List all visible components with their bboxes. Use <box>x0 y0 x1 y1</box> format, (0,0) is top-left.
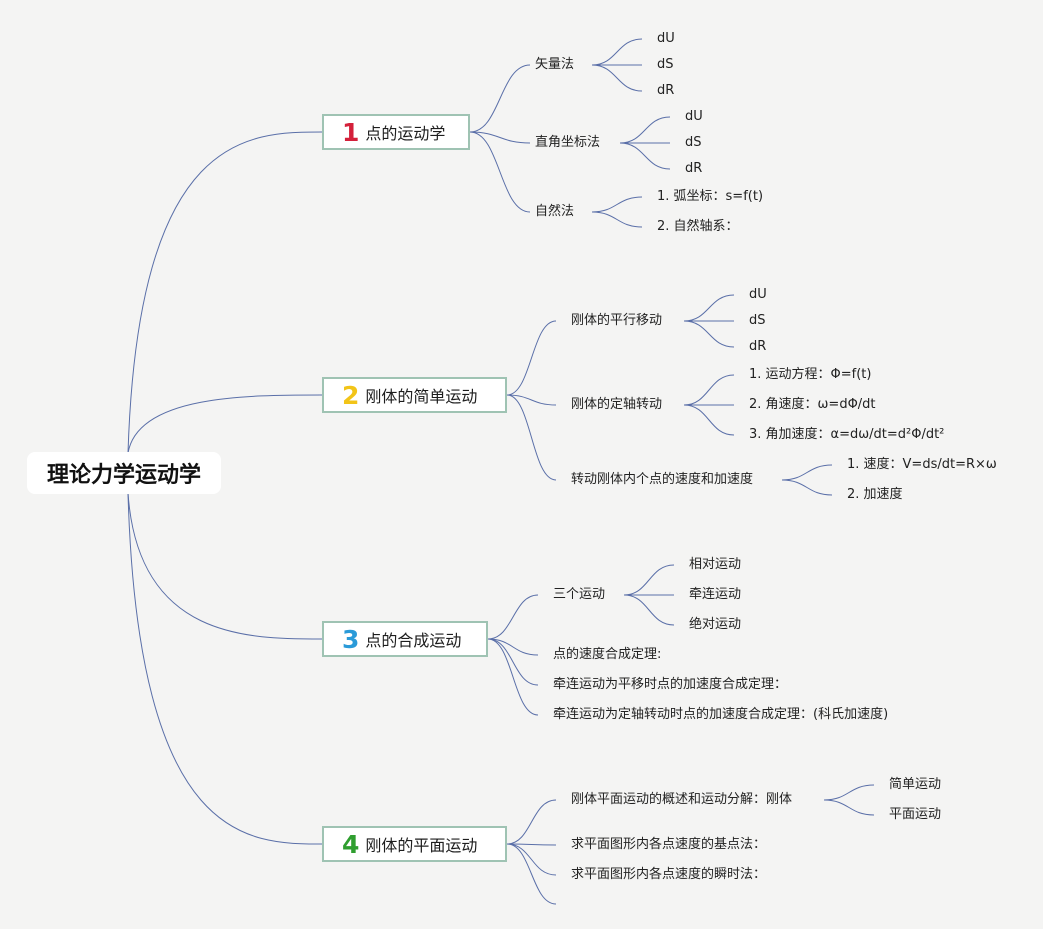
number-1-icon: 1 <box>342 117 360 147</box>
leaf-simple-motion[interactable]: 简单运动 <box>889 777 942 792</box>
subtopic-coriolis-acceleration[interactable]: 牵连运动为定轴转动时点的加速度合成定理：(科氏加速度) <box>553 707 889 722</box>
leaf-motion-equation[interactable]: 1. 运动方程：Φ=f(t) <box>749 367 872 382</box>
root-topic[interactable]: 理论力学运动学 <box>27 452 221 494</box>
leaf-dr[interactable]: dR <box>657 83 675 98</box>
number-4-icon: 4 <box>342 829 360 859</box>
connector-line <box>506 799 557 845</box>
connector-line <box>127 394 323 454</box>
subtopic-three-motions[interactable]: 三个运动 <box>553 587 606 602</box>
branch-2-topic[interactable]: 2 刚体的简单运动 <box>322 377 507 413</box>
branch-3-title: 点的合成运动 <box>365 631 462 650</box>
leaf-du[interactable]: dU <box>749 287 767 302</box>
connector-line <box>683 404 735 436</box>
root-title: 理论力学运动学 <box>46 463 201 488</box>
leaf-plane-motion[interactable]: 平面运动 <box>889 807 942 822</box>
leaf-relative-motion[interactable]: 相对运动 <box>689 557 742 572</box>
branch-4-title: 刚体的平面运动 <box>365 836 478 855</box>
leaf-arc-coordinate[interactable]: 1. 弧坐标：s=f(t) <box>657 189 764 204</box>
branch-1-topic[interactable]: 1 点的运动学 <box>322 114 470 150</box>
branch-2-title: 刚体的简单运动 <box>365 387 478 406</box>
connector-line <box>619 116 671 144</box>
subtopic-velocity-composition[interactable]: 点的速度合成定理: <box>553 647 662 662</box>
subtopic-vector-method[interactable]: 矢量法 <box>535 57 575 72</box>
connector-line <box>683 294 735 322</box>
connector-line <box>487 638 539 686</box>
subtopic-instant-center-method[interactable]: 求平面图形内各点速度的瞬时法： <box>571 867 767 882</box>
subtopic-base-point-method[interactable]: 求平面图形内各点速度的基点法： <box>571 837 767 852</box>
leaf-acceleration[interactable]: 2. 加速度 <box>847 487 903 502</box>
subtopic-plane-motion-overview[interactable]: 刚体平面运动的概述和运动分解：刚体 <box>571 792 793 807</box>
connector-line <box>591 196 643 213</box>
branch-3-topic[interactable]: 3 点的合成运动 <box>322 621 488 657</box>
connector-line <box>781 464 833 481</box>
leaf-dr[interactable]: dR <box>749 339 767 354</box>
connector-line <box>469 131 531 213</box>
connector-line <box>487 638 539 716</box>
connector-line <box>469 64 531 133</box>
leaf-ds[interactable]: dS <box>657 57 674 72</box>
connector-line <box>127 492 323 845</box>
branch-4-topic[interactable]: 4 刚体的平面运动 <box>322 826 507 862</box>
connector-line <box>487 638 539 656</box>
connector-line <box>127 492 323 640</box>
connector-line <box>506 320 557 396</box>
connector-line <box>506 394 557 481</box>
leaf-dr[interactable]: dR <box>685 161 703 176</box>
branch-1-title: 点的运动学 <box>365 124 446 143</box>
connector-line <box>506 843 557 876</box>
leaf-angular-acceleration[interactable]: 3. 角加速度：α=dω/dt=d²Φ/dt² <box>749 427 945 442</box>
subtopic-natural-method[interactable]: 自然法 <box>535 204 575 219</box>
leaf-natural-axes[interactable]: 2. 自然轴系： <box>657 219 739 234</box>
connector-line <box>591 64 643 92</box>
connector-line <box>781 479 833 496</box>
connector-line <box>623 564 675 596</box>
leaf-du[interactable]: dU <box>657 31 675 46</box>
subtopic-translation-acceleration[interactable]: 牵连运动为平移时点的加速度合成定理： <box>553 677 788 692</box>
connector-line <box>506 394 557 406</box>
number-3-icon: 3 <box>342 624 360 654</box>
connector-line <box>506 843 557 905</box>
connector-line <box>823 799 875 816</box>
subtopic-cartesian-method[interactable]: 直角坐标法 <box>535 135 601 150</box>
connector-line <box>683 320 735 348</box>
connector-line <box>619 142 671 170</box>
leaf-ds[interactable]: dS <box>749 313 766 328</box>
leaf-ds[interactable]: dS <box>685 135 702 150</box>
leaf-angular-velocity[interactable]: 2. 角速度：ω=dΦ/dt <box>749 397 876 412</box>
subtopic-point-velocity-acceleration[interactable]: 转动刚体内个点的速度和加速度 <box>571 472 754 487</box>
connector-line <box>506 843 557 846</box>
connector-line <box>591 211 643 228</box>
connector-line <box>823 784 875 801</box>
connector-line <box>591 38 643 66</box>
number-2-icon: 2 <box>342 380 360 410</box>
leaf-du[interactable]: dU <box>685 109 703 124</box>
leaf-transport-motion[interactable]: 牵连运动 <box>689 587 742 602</box>
connector-line <box>683 374 735 406</box>
leaf-absolute-motion[interactable]: 绝对运动 <box>689 617 742 632</box>
subtopic-fixed-axis-rotation[interactable]: 刚体的定轴转动 <box>571 397 663 412</box>
connector-line <box>469 131 531 144</box>
connector-line <box>487 594 539 640</box>
subtopic-rigid-translation[interactable]: 刚体的平行移动 <box>571 313 663 328</box>
connector-line <box>623 594 675 626</box>
connector-line <box>127 131 323 454</box>
leaf-velocity[interactable]: 1. 速度：V=ds/dt=R×ω <box>847 457 997 472</box>
